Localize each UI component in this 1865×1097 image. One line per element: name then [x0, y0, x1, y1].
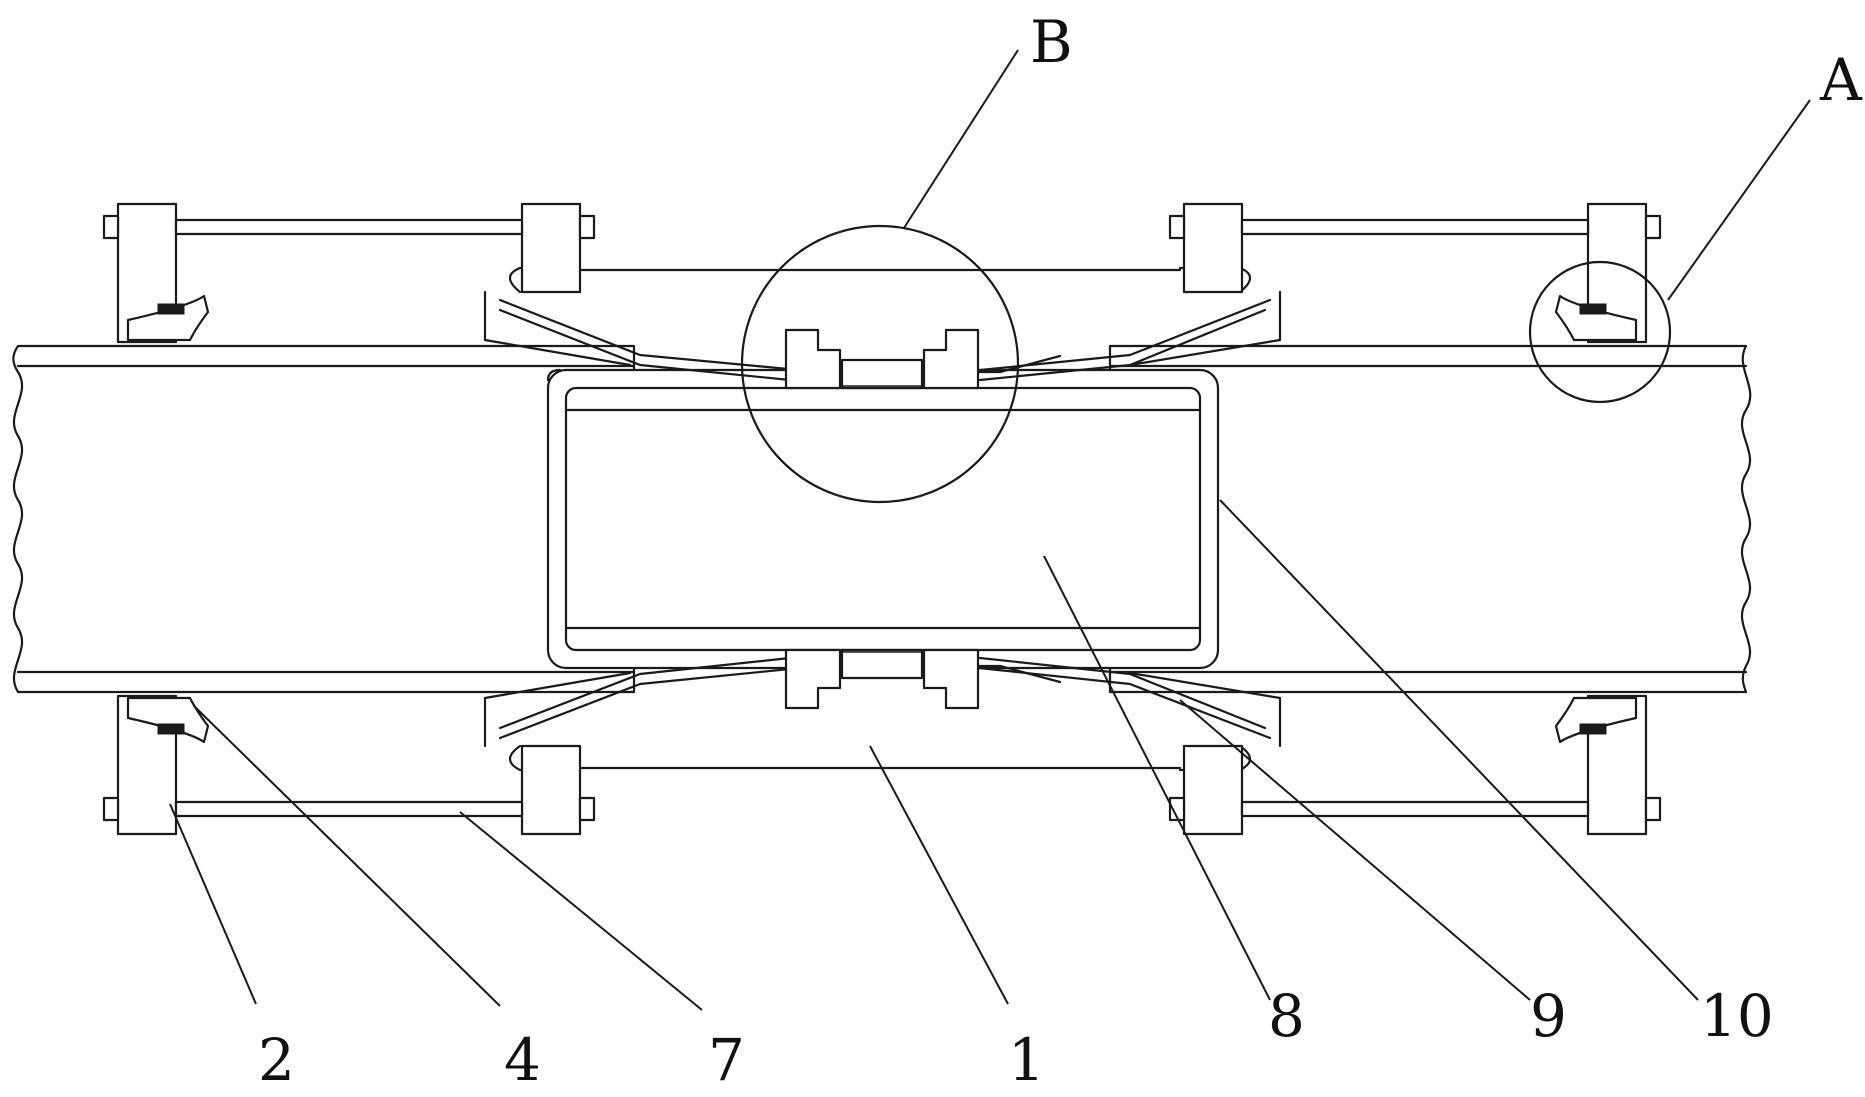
label-1: 1 — [1008, 1026, 1045, 1092]
coupling-lower — [483, 648, 1282, 772]
coupling-upper — [483, 266, 1282, 390]
label-7: 7 — [708, 1026, 745, 1092]
detail-circle-b — [740, 224, 1020, 504]
nuts — [102, 214, 1662, 822]
label-10: 10 — [1700, 982, 1774, 1050]
right-pipe — [1108, 344, 1752, 694]
clamp-springs — [126, 294, 1638, 744]
tie-rods — [174, 218, 1590, 818]
label-4: 4 — [504, 1026, 541, 1092]
label-8: 8 — [1268, 982, 1305, 1050]
inner-sleeve — [546, 368, 1220, 670]
left-pipe — [12, 344, 636, 694]
label-9: 9 — [1530, 982, 1567, 1050]
detail-circle-a — [1528, 260, 1672, 404]
label-A: A — [1819, 46, 1863, 114]
leader-lines — [169, 49, 1811, 1011]
label-2: 2 — [258, 1026, 295, 1092]
label-B: B — [1030, 8, 1073, 76]
